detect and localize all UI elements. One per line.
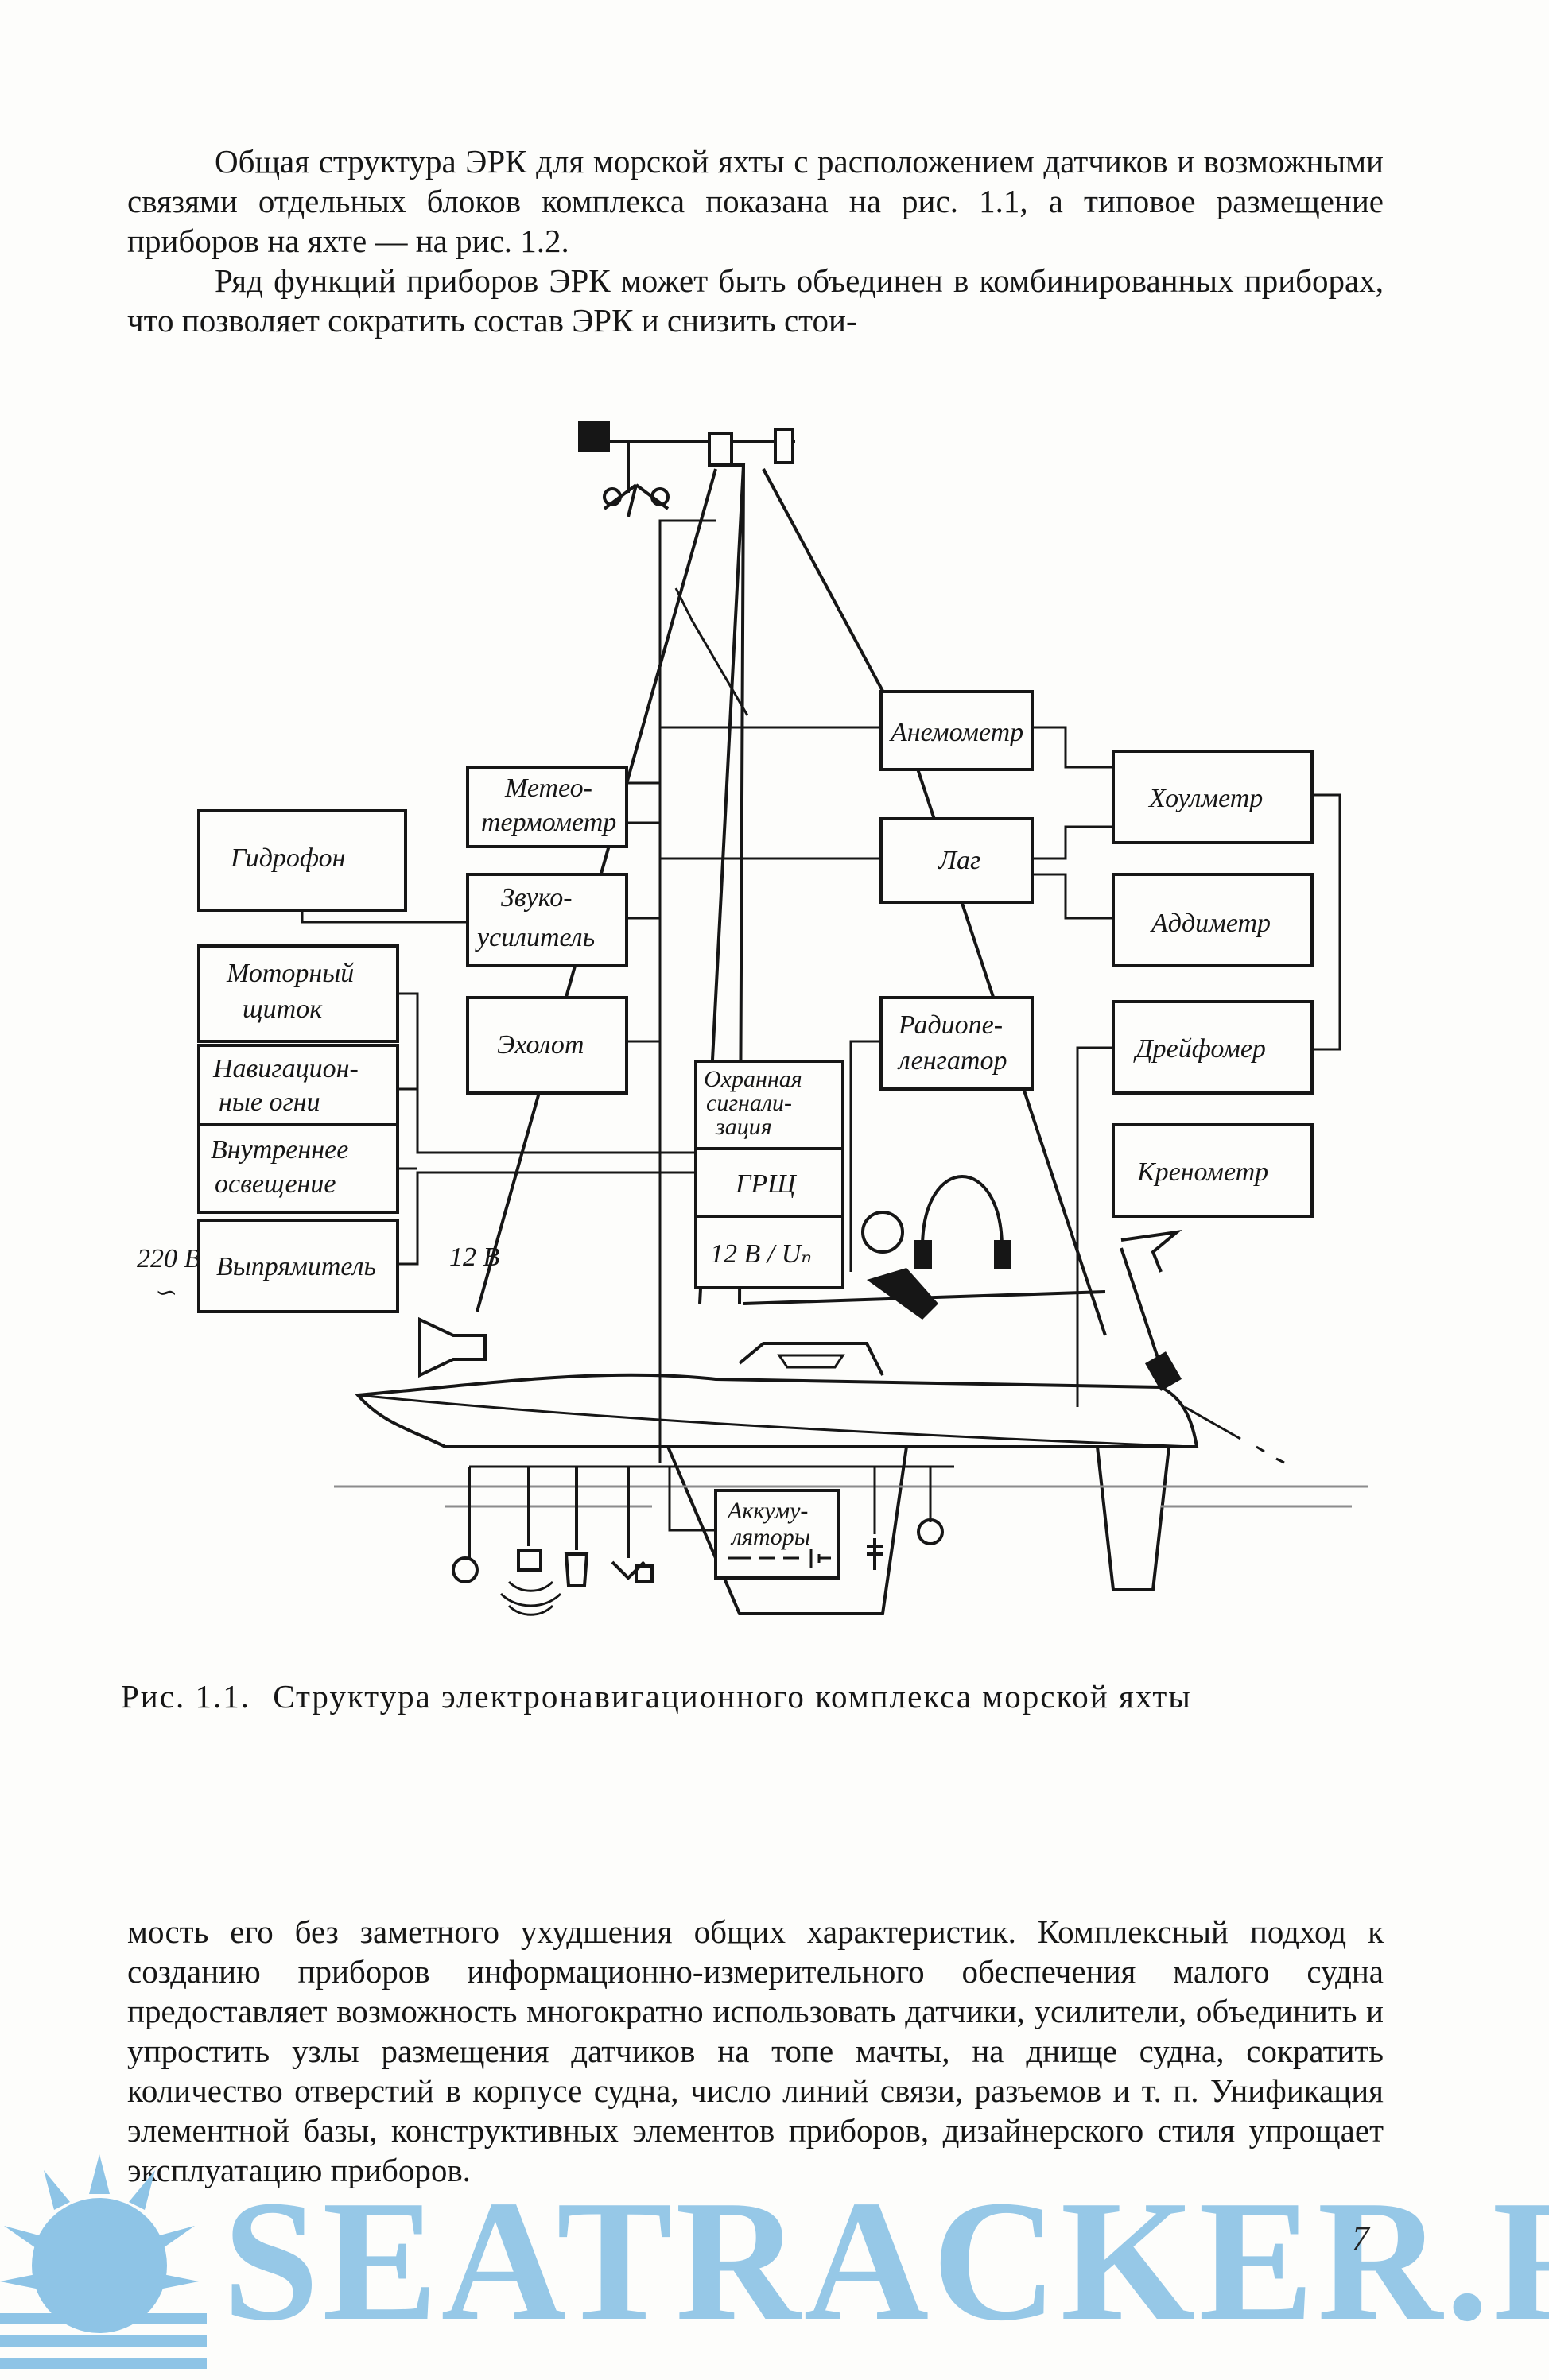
masthead-light-icon [708,432,733,467]
log-line [1184,1405,1285,1464]
caption-text: Структура электронавигационного комплекс… [273,1678,1192,1715]
block-radio-direction-finder: Радиопе- ленгатор [879,996,1034,1091]
yacht-erk-diagram: Метео- термометр Звуко- усилитель Эхолот… [137,421,1368,1616]
connection-lines [301,519,1341,1534]
svg-text:усилитель: усилитель [475,923,595,952]
block-interior-lighting: Внутреннее освещение [197,1123,399,1214]
paragraph-2: Ряд функций приборов ЭРК может быть объе… [127,262,1384,339]
block-houlmeter: Хоулметр [1112,750,1314,844]
block-anemometer: Анемометр [879,690,1034,771]
block-echo-sounder: Эхолот [466,996,628,1095]
block-rectifier: Выпрямитель [197,1219,399,1313]
figure-caption: Рис. 1.1. Структура электронавигационног… [121,1677,1192,1715]
block-drift-meter: Дрейфомер [1112,1000,1314,1095]
log-sensor-icon [564,1552,589,1587]
label-ac: ∽ [155,1278,178,1308]
block-navigation-lights: Навигацион- ные огни [197,1044,399,1126]
block-log: Лаг [879,817,1034,904]
anemometer-cup-icon [650,487,670,506]
paragraph-1: Общая структура ЭРК для морской яхты с р… [127,143,1384,259]
svg-text:Аддиметр: Аддиметр [1150,909,1271,938]
cabin [738,1342,884,1376]
block-security-alarm: Охранная сигнали- зация [694,1060,844,1150]
echo-sensor-icon [517,1549,542,1572]
block-meteo-thermometer: Метео- термометр [466,766,628,848]
wind-vane-icon [578,421,610,452]
svg-text:Внутреннее: Внутреннее [211,1135,348,1165]
block-hydrophone: Гидрофон [197,809,407,912]
loudhailer-icon [418,1316,487,1378]
svg-text:сигнали-: сигнали- [706,1090,792,1116]
svg-text:Выпрямитель: Выпрямитель [216,1252,376,1281]
svg-text:Охранная: Охранная [704,1066,802,1092]
svg-text:ные огни: ные огни [219,1087,320,1117]
top-text-block: Общая структура ЭРК для морской яхты с р… [127,141,1384,340]
watermark-text: SEATRACKER.RU [223,2165,1549,2357]
headphones-icon [921,1175,1004,1249]
block-batteries: Аккуму- ляторы [714,1489,840,1580]
stern-flag-icon [1120,1230,1182,1368]
svg-text:Анемометр: Анемометр [889,718,1023,747]
block-converter: 12 В / Uₙ [694,1215,844,1289]
deck-line [357,1394,1194,1448]
headphone-left-icon [914,1240,932,1269]
svg-text:термометр: термометр [481,808,616,837]
paragraph-3: мость его без заметного ухудшения общих … [127,1913,1384,2188]
block-sound-amplifier: Звуко- усилитель [466,873,628,967]
block-inclinometer: Кренометр [1112,1123,1314,1218]
seatracker-logo-sun-icon [0,2154,207,2369]
headphone-right-icon [994,1240,1011,1269]
label-12v: 12 В [449,1242,500,1272]
thermo-sensor-icon [611,1560,654,1583]
block-motor-panel: Моторный щиток [197,944,399,1043]
svg-text:12 В / Uₙ: 12 В / Uₙ [710,1239,812,1269]
bottom-text-block: мость его без заметного ухудшения общих … [127,1912,1384,2190]
spreader [674,587,749,716]
block-main-switchboard: ГРЩ [694,1147,844,1218]
svg-text:ляторы: ляторы [730,1524,810,1550]
block-addimeter: Аддиметр [1112,873,1314,967]
hull-sensors [468,1467,630,1558]
label-220v: 220 В [137,1244,201,1273]
page-number: 7 [1352,2219,1369,2258]
hydrophone-sensor-icon [452,1556,479,1583]
ground-plate-icon [917,1518,944,1545]
caption-number: Рис. 1.1. [121,1678,250,1715]
yacht-hull [354,1373,1199,1448]
svg-text:Радиопе-: Радиопе- [898,1010,1003,1040]
svg-text:зация: зация [715,1114,772,1140]
svg-text:щиток: щиток [243,994,323,1024]
rudder [1096,1446,1170,1591]
svg-text:освещение: освещение [215,1169,336,1199]
svg-text:Кренометр: Кренометр [1136,1157,1268,1187]
svg-text:Хоулметр: Хоулметр [1147,784,1263,813]
svg-text:ленгатор: ленгатор [897,1046,1007,1076]
svg-text:ГРЩ: ГРЩ [735,1169,797,1199]
stern-buoy-icon [1145,1351,1182,1391]
svg-text:Лаг: Лаг [938,846,980,875]
cabin-window [777,1354,845,1369]
rdf-loop-icon [861,1211,904,1254]
svg-text:Дрейфомер: Дрейфомер [1133,1034,1266,1064]
masthead-light-icon [774,428,794,464]
svg-text:Аккуму-: Аккуму- [726,1498,808,1524]
svg-text:Эхолот: Эхолот [497,1030,584,1060]
svg-text:Метео-: Метео- [504,773,592,803]
ground-sensor-icon [867,1538,883,1570]
rdf-base-icon [867,1268,938,1320]
svg-text:Гидрофон: Гидрофон [230,843,345,873]
echo-waves-icon [499,1580,562,1616]
svg-text:Навигацион-: Навигацион- [212,1054,359,1083]
anemometer-cup-icon [603,487,622,506]
svg-text:Моторный: Моторный [226,959,354,988]
masthead-bar [603,440,795,517]
svg-text:Звуко-: Звуко- [501,883,573,913]
